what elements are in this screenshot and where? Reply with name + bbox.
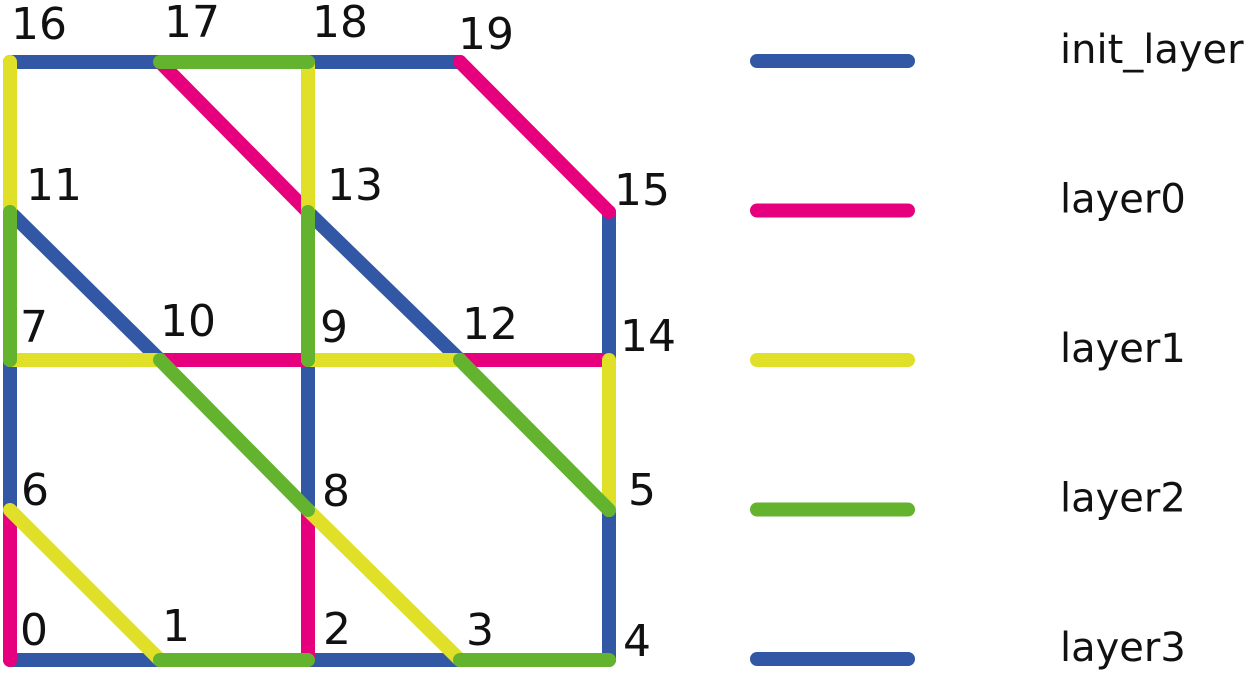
edge-8-3-layer1 (301, 503, 467, 667)
legend-label-layer1: layer1 (1060, 326, 1186, 372)
node-label-4: 4 (623, 616, 651, 667)
graph-edges (3, 55, 616, 667)
node-label-3: 3 (466, 605, 494, 656)
edge-10-11-init_layer (3, 205, 167, 367)
edge-19-15-layer0 (453, 55, 616, 219)
node-label-6: 6 (21, 465, 49, 516)
node-label-17: 17 (164, 0, 220, 48)
node-label-8: 8 (322, 466, 350, 517)
node-label-13: 13 (327, 160, 383, 211)
edge-12-13-init_layer (301, 205, 467, 367)
node-label-10: 10 (160, 296, 216, 347)
edge-17-13-layer0 (153, 55, 315, 219)
node-label-16: 16 (11, 0, 67, 50)
edge-6-1-layer1 (3, 503, 167, 667)
node-label-5: 5 (628, 465, 656, 516)
node-label-9: 9 (320, 302, 348, 353)
node-label-7: 7 (20, 302, 48, 353)
node-label-0: 0 (20, 605, 48, 656)
node-label-19: 19 (458, 9, 514, 60)
node-label-14: 14 (620, 311, 676, 362)
edge-12-5-layer2 (453, 353, 616, 517)
node-label-15: 15 (614, 165, 670, 216)
legend: init_layer layer0 layer1 layer2 layer3 (750, 27, 1244, 671)
node-label-18: 18 (312, 0, 368, 48)
edge-10-8-layer2 (153, 353, 315, 517)
legend-label-init_layer: init_layer (1060, 27, 1244, 73)
legend-label-layer3: layer3 (1060, 625, 1186, 671)
legend-label-layer2: layer2 (1060, 476, 1186, 522)
node-label-2: 2 (323, 604, 351, 655)
node-label-11: 11 (26, 160, 82, 211)
legend-label-layer0: layer0 (1060, 177, 1186, 223)
node-label-12: 12 (462, 299, 518, 350)
node-label-1: 1 (162, 601, 190, 652)
